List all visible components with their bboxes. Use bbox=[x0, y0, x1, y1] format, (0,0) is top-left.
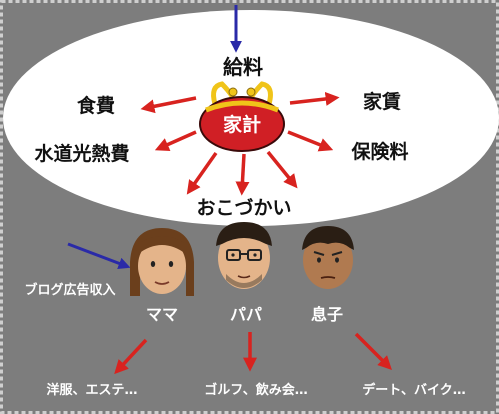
spending-arrows bbox=[114, 332, 392, 375]
son-name: 息子 bbox=[311, 305, 343, 324]
household-center-label: 家計 bbox=[223, 113, 261, 136]
expense-food-label: 食費 bbox=[77, 94, 115, 117]
mama-spending-label: 洋服、エステ… bbox=[46, 382, 137, 398]
arrow-food bbox=[140, 96, 197, 114]
arrow-son-spending bbox=[354, 332, 392, 370]
arrow-mama-spending bbox=[114, 338, 148, 375]
expense-arrows bbox=[140, 91, 340, 196]
side-income-label: ブログ広告収入 bbox=[24, 282, 115, 298]
arrow-utilities bbox=[154, 130, 197, 151]
expense-insurance-label: 保険料 bbox=[350, 140, 408, 163]
purse-icon bbox=[199, 81, 285, 152]
son-spending-label: デート、バイク… bbox=[362, 382, 465, 398]
expense-allowance-label: おこづかい bbox=[196, 197, 291, 219]
expense-rent-label: 家賃 bbox=[363, 90, 401, 113]
income-label: 給料 bbox=[223, 55, 263, 79]
papa-name: パパ bbox=[230, 305, 262, 324]
mama-name: ママ bbox=[146, 305, 178, 324]
arrow-allowance-right bbox=[266, 150, 298, 189]
arrow-rent bbox=[289, 91, 340, 106]
papa-avatar bbox=[216, 222, 272, 289]
expense-utilities-label: 水道光熱費 bbox=[34, 142, 129, 165]
arrow-allowance-left bbox=[186, 151, 218, 195]
mama-avatar bbox=[130, 228, 194, 296]
arrow-insurance bbox=[287, 130, 334, 152]
side-income-arrow bbox=[67, 242, 131, 270]
arrow-allowance-center bbox=[235, 153, 250, 196]
papa-spending-label: ゴルフ、飲み会… bbox=[204, 382, 307, 398]
son-avatar bbox=[302, 226, 354, 289]
